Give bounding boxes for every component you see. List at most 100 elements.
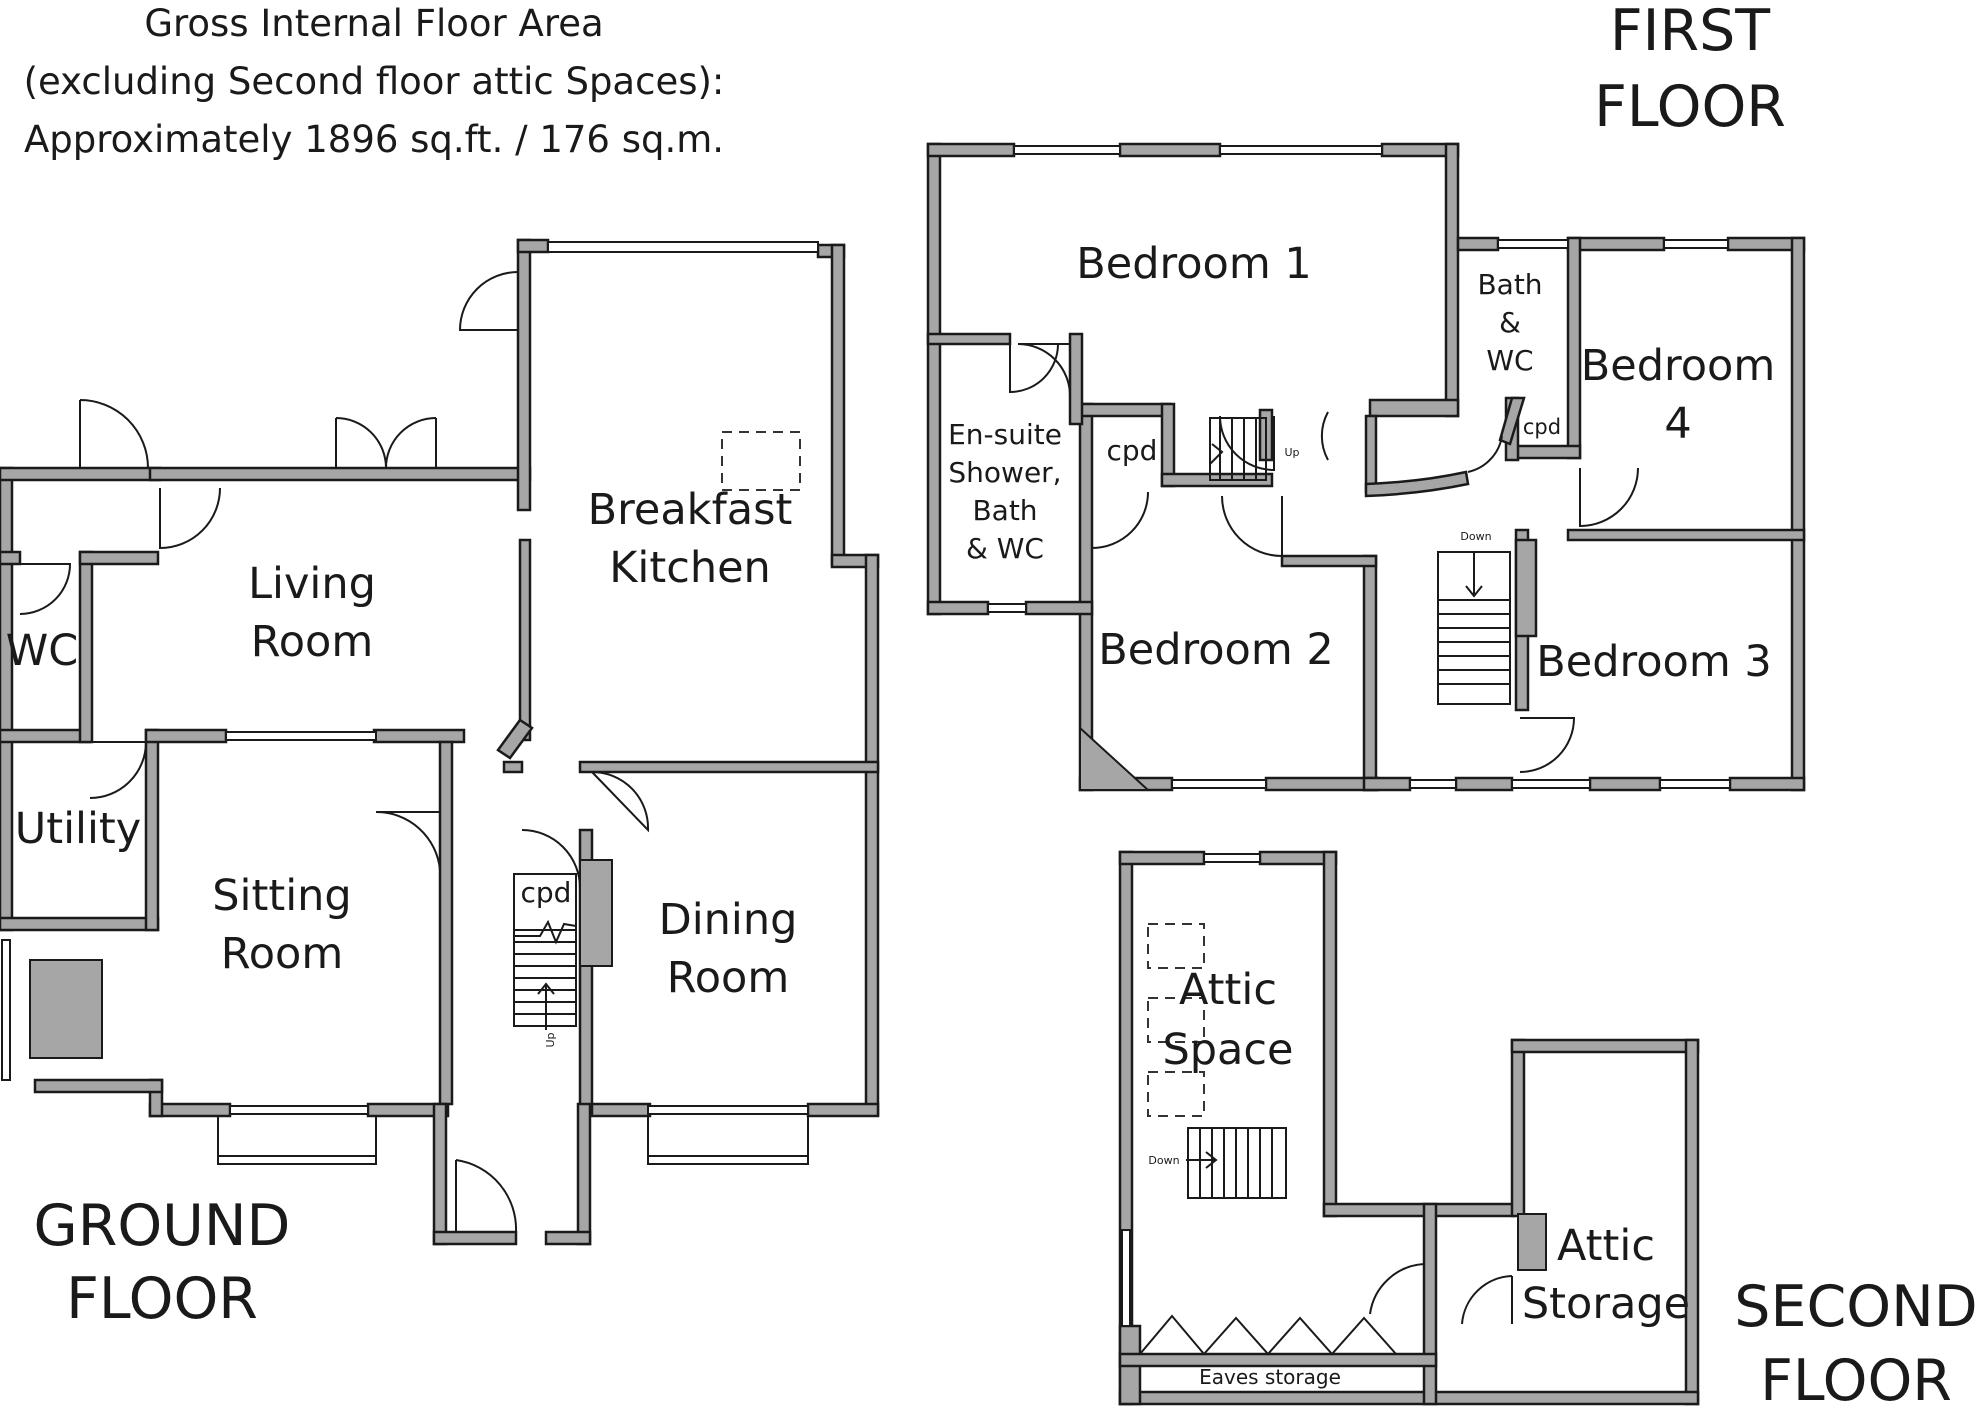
room-label-bedroom-4: 4 bbox=[1664, 399, 1691, 449]
wall bbox=[1510, 1038, 1526, 1218]
room-label-attic-space: Space bbox=[1162, 1025, 1293, 1075]
wall bbox=[372, 728, 466, 744]
cupboard-label: cpd bbox=[1523, 415, 1561, 439]
door-swing bbox=[1461, 1275, 1513, 1325]
stair-up-label: Up bbox=[1284, 446, 1299, 459]
door-swing bbox=[521, 829, 581, 889]
wall bbox=[1280, 554, 1378, 568]
wall bbox=[0, 466, 14, 932]
room-label-bath: WC bbox=[1486, 344, 1533, 377]
door-swing bbox=[1091, 491, 1149, 550]
room-label-ensuite: & WC bbox=[966, 532, 1044, 565]
wall bbox=[1728, 776, 1806, 792]
wall bbox=[502, 760, 524, 774]
wall bbox=[33, 1078, 164, 1094]
wall bbox=[1068, 332, 1084, 426]
wall bbox=[1362, 554, 1378, 792]
wall bbox=[1362, 776, 1412, 792]
wall bbox=[0, 916, 160, 932]
wall bbox=[1118, 1390, 1700, 1406]
wall bbox=[148, 466, 532, 482]
area-note-line3: Approximately 1896 sq.ft. / 176 sq.m. bbox=[24, 118, 724, 161]
window bbox=[225, 731, 377, 741]
wall bbox=[830, 243, 846, 567]
eaves-doors bbox=[1139, 1314, 1397, 1356]
window bbox=[987, 603, 1027, 613]
wall bbox=[78, 550, 160, 566]
wall bbox=[1118, 850, 1206, 866]
wall bbox=[1024, 600, 1094, 616]
room-label-breakfast-kitchen: Kitchen bbox=[609, 543, 771, 593]
room-label-ensuite: En-suite bbox=[948, 418, 1062, 451]
room-label-utility: Utility bbox=[15, 804, 141, 854]
first-floor-title: FIRST bbox=[1610, 0, 1770, 64]
door-swing bbox=[455, 1159, 518, 1233]
wall bbox=[516, 238, 532, 512]
room-label-dining: Dining bbox=[659, 895, 798, 945]
door-swing bbox=[1221, 495, 1283, 558]
room-label-attic-storage: Attic bbox=[1557, 1221, 1655, 1271]
door-swing bbox=[19, 563, 72, 615]
wall bbox=[1566, 236, 1666, 252]
wall bbox=[544, 1230, 592, 1246]
wall bbox=[0, 550, 22, 566]
wall bbox=[1422, 1202, 1438, 1406]
chimney-breast bbox=[1079, 725, 1151, 791]
wall bbox=[926, 142, 942, 616]
wall bbox=[1264, 776, 1380, 792]
cupboard-label: cpd bbox=[521, 876, 572, 909]
wall bbox=[144, 728, 228, 744]
window bbox=[1409, 779, 1457, 789]
wall bbox=[578, 760, 880, 774]
wall bbox=[1322, 1202, 1516, 1218]
wall bbox=[926, 600, 990, 616]
window bbox=[1013, 145, 1121, 155]
room-label-bedroom-2: Bedroom 2 bbox=[1098, 625, 1334, 675]
room-label-attic-storage: Storage bbox=[1522, 1279, 1690, 1329]
door-swing bbox=[79, 399, 149, 469]
wall bbox=[78, 550, 94, 744]
door-swing bbox=[159, 487, 221, 550]
wall bbox=[432, 1102, 448, 1246]
first-floor-plan bbox=[926, 142, 1806, 792]
wall bbox=[1078, 402, 1172, 418]
ground-floor-title: GROUND bbox=[34, 1193, 291, 1259]
wall bbox=[1364, 470, 1470, 498]
ground-floor-plan bbox=[0, 238, 880, 1246]
room-label-sitting: Room bbox=[221, 929, 343, 979]
second-floor-title: FLOOR bbox=[1760, 1348, 1952, 1408]
room-label-bath: Bath bbox=[1477, 268, 1542, 301]
wall bbox=[926, 142, 1016, 158]
door-swing bbox=[335, 417, 387, 469]
room-label-dining: Room bbox=[667, 953, 789, 1003]
window bbox=[647, 1105, 809, 1115]
fireplace bbox=[579, 859, 613, 967]
wall bbox=[144, 728, 160, 932]
first-staircase bbox=[1209, 417, 1511, 705]
window bbox=[547, 241, 819, 253]
room-label-sitting: Sitting bbox=[212, 871, 351, 921]
wall bbox=[806, 1102, 880, 1118]
window bbox=[1659, 779, 1731, 789]
wall bbox=[1566, 236, 1582, 460]
wall bbox=[432, 1230, 518, 1246]
wall bbox=[518, 538, 532, 742]
wall bbox=[1364, 414, 1378, 494]
second-floor-plan bbox=[1118, 850, 1700, 1406]
window bbox=[1219, 145, 1383, 155]
wall bbox=[438, 740, 454, 1106]
cupboard-label: cpd bbox=[1107, 434, 1158, 467]
wall bbox=[516, 238, 550, 254]
door-swing bbox=[1579, 467, 1639, 528]
room-label-bedroom-4: Bedroom bbox=[1581, 341, 1776, 391]
wall bbox=[864, 553, 880, 1117]
ground-floor-title: FLOOR bbox=[66, 1266, 258, 1332]
window bbox=[647, 1155, 809, 1165]
door-swing bbox=[1219, 415, 1275, 472]
wall bbox=[1322, 850, 1338, 1218]
wall bbox=[1456, 236, 1500, 252]
window bbox=[1, 939, 11, 1081]
wall bbox=[1510, 1038, 1700, 1054]
chimney-stack bbox=[1517, 1213, 1547, 1271]
